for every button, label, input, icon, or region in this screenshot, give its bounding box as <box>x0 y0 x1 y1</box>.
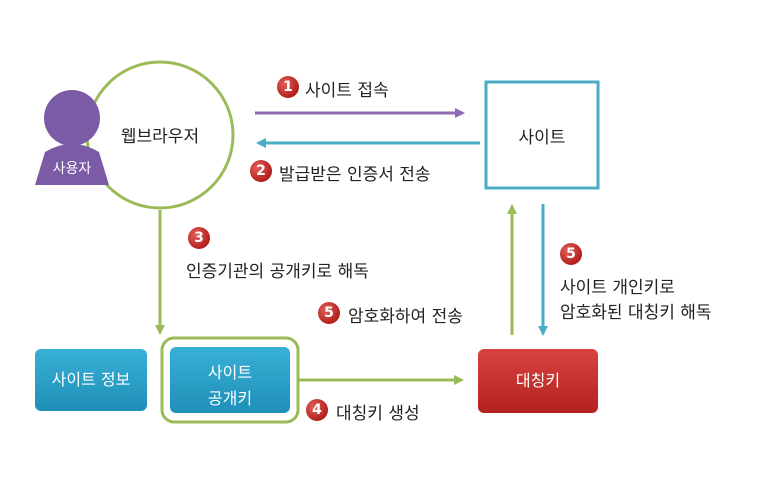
site-info-label: 사이트 정보 <box>51 370 131 389</box>
step-badge-3: 3 <box>188 227 210 249</box>
step-badge-2: 2 <box>250 160 272 182</box>
user-icon <box>35 90 109 185</box>
browser-label: 웹브라우저 <box>120 127 200 147</box>
symmetric-key-box: 대칭키 <box>478 349 598 413</box>
public-key-line1: 사이트 <box>207 363 253 382</box>
public-key-line2: 공개키 <box>207 389 253 408</box>
site-info-box: 사이트 정보 <box>35 349 147 411</box>
step-2-text: 발급받은 인증서 전송 <box>279 165 431 185</box>
site-box <box>484 80 600 190</box>
step-5b-line2: 암호화된 대칭키 해독 <box>560 303 712 323</box>
step-3-text: 인증기관의 공개키로 해독 <box>186 262 369 282</box>
user-label: 사용자 <box>52 161 92 177</box>
step-badge-4: 4 <box>306 399 328 421</box>
step-5b-line1: 사이트 개인키로 <box>560 278 675 298</box>
step-badge-5a: 5 <box>318 302 340 324</box>
public-key-box: 사이트 공개키 <box>170 347 290 413</box>
symmetric-key-label: 대칭키 <box>515 371 561 390</box>
site-label: 사이트 <box>518 128 566 148</box>
step-badge-1: 1 <box>277 76 299 98</box>
public-key-group <box>160 336 300 424</box>
step-badge-5b: 5 <box>560 243 582 265</box>
step-5a-text: 암호화하여 전송 <box>348 307 463 327</box>
step-1-text: 사이트 접속 <box>305 81 389 101</box>
step-4-text: 대칭키 생성 <box>336 404 420 424</box>
